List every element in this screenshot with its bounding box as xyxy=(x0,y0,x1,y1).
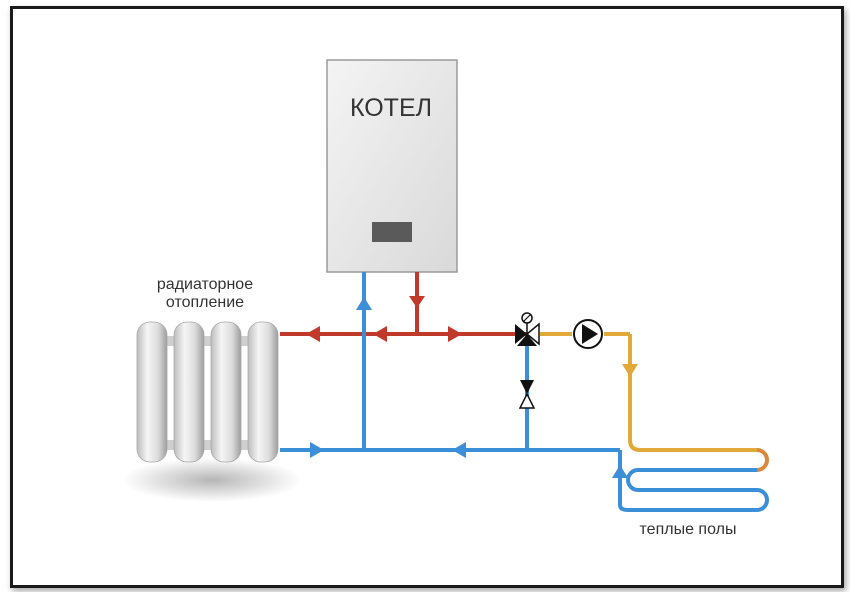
pump-icon xyxy=(573,319,603,349)
return-pipe xyxy=(280,272,769,512)
radiator-label-line1: радиаторное xyxy=(157,276,253,293)
boiler: КОТЕЛ xyxy=(326,59,458,273)
flow-arrow-icon xyxy=(373,326,387,342)
flow-arrow-icon xyxy=(448,326,462,342)
radiator xyxy=(136,321,279,463)
radiator-shadow xyxy=(122,458,302,502)
flow-arrow-icon xyxy=(306,326,320,342)
flow-arrow-icon xyxy=(452,442,466,458)
boiler-label: КОТЕЛ xyxy=(350,94,432,122)
flow-arrow-icon xyxy=(622,364,638,377)
radiator-label-line2: отопление xyxy=(166,294,244,311)
return-flow-arrows xyxy=(310,297,628,478)
check-valve-icon xyxy=(518,380,536,409)
floor-coil-supply xyxy=(756,448,769,472)
floor-label: теплые полы xyxy=(640,521,737,538)
flow-arrow-icon xyxy=(612,465,628,478)
floor-supply-pipe xyxy=(540,332,757,452)
three-way-valve-icon xyxy=(515,312,540,346)
boiler-display xyxy=(372,222,412,242)
flow-arrow-icon xyxy=(356,297,372,310)
flow-arrow-icon xyxy=(310,442,324,458)
supply-pipe xyxy=(280,272,527,336)
supply-flow-arrows xyxy=(306,296,462,342)
flow-arrow-icon xyxy=(409,296,425,308)
